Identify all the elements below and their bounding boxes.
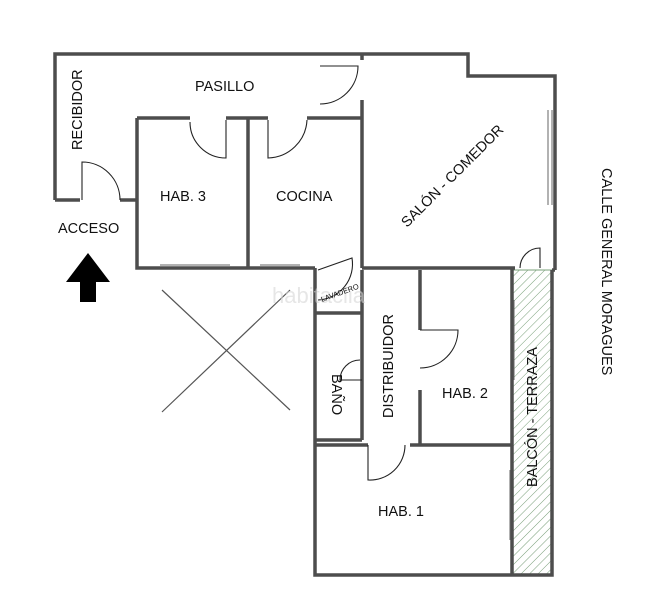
- hab3-door: [189, 120, 227, 159]
- room-label-pasillo: PASILLO: [195, 79, 254, 95]
- room-label-bano: BAÑO: [328, 374, 345, 415]
- room-label-salon: SALÓN - COMEDOR: [398, 121, 507, 230]
- arrow-up-icon: [66, 253, 110, 302]
- void-cross: [161, 289, 291, 413]
- outer-walls: [53, 52, 557, 577]
- interior-walls: [137, 54, 515, 575]
- acceso-label: ACCESO: [58, 221, 119, 237]
- street-label: CALLE GENERAL MORAGUES: [598, 168, 614, 375]
- balcony-terrace-area: [511, 269, 553, 576]
- hab2-door: [419, 329, 459, 369]
- room-label-hab2: HAB. 2: [442, 386, 488, 402]
- lavadero-door: [317, 257, 354, 301]
- watermark: habitaclia: [272, 283, 366, 308]
- hab1-door: [367, 444, 406, 481]
- windows: [160, 110, 553, 540]
- balcony-door: [519, 247, 541, 269]
- bano-door: [339, 359, 362, 381]
- entry-door: [81, 161, 121, 201]
- room-label-cocina: COCINA: [276, 189, 333, 205]
- salon-door: [319, 65, 359, 105]
- room-label-recibidor: RECIBIDOR: [70, 69, 86, 150]
- room-label-balcon: BALCÓN - TERRAZA: [524, 347, 541, 487]
- room-label-hab1: HAB. 1: [378, 504, 424, 520]
- room-label-distribuidor: DISTRIBUIDOR: [381, 314, 397, 418]
- doors: [81, 65, 541, 481]
- room-label-hab3: HAB. 3: [160, 189, 206, 205]
- cocina-door: [267, 119, 308, 159]
